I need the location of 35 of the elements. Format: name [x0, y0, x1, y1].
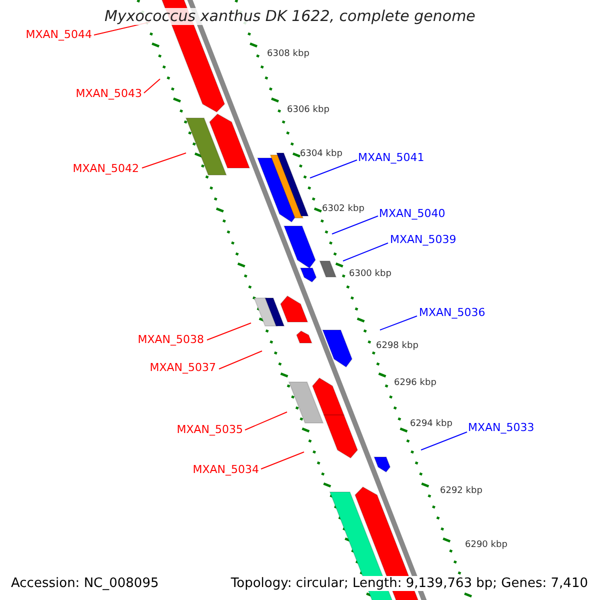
gene-label: MXAN_5034 — [192, 464, 259, 475]
gene-label: MXAN_5044 — [26, 29, 92, 40]
gene-label: MXAN_5041 — [358, 152, 424, 163]
scale-label: 6300 kbp — [349, 270, 392, 279]
scale-label: 6292 kbp — [440, 487, 482, 496]
leader-line — [260, 452, 304, 470]
leader-line — [420, 432, 468, 450]
scale-label: 6308 kbp — [267, 50, 310, 59]
gene-label: MXAN_5038 — [138, 334, 204, 345]
leader-line — [144, 78, 160, 94]
gene-label: MXAN_5039 — [390, 234, 456, 245]
scale-label: 6298 kbp — [376, 342, 418, 351]
leader-line — [342, 242, 388, 262]
leader-line — [380, 316, 418, 330]
leader-line — [218, 350, 262, 370]
scale-label: 6302 kbp — [322, 205, 364, 214]
scale-label: 6296 kbp — [394, 379, 436, 388]
genome-info-text: Topology: circular; Length: 9,139,763 bp; Genes: 7,410 — [228, 576, 590, 591]
scale-label: 6294 kbp — [410, 420, 452, 429]
gene-label: MXAN_5035 — [176, 424, 243, 435]
scale-label: 6304 kbp — [300, 150, 342, 159]
leader-line — [142, 152, 186, 168]
leader-line — [244, 412, 288, 430]
accession-text: Accession: NC_008095 — [9, 576, 161, 591]
gene-label: MXAN_5033 — [468, 422, 534, 433]
gene-label: MXAN_5037 — [150, 362, 216, 373]
leader-line — [310, 160, 358, 178]
gene-label: MXAN_5042 — [72, 163, 139, 174]
scale-label: 6290 kbp — [465, 541, 508, 550]
gene-label: MXAN_5036 — [419, 307, 486, 318]
gene-label: MXAN_5040 — [379, 208, 446, 219]
leader-line — [206, 322, 252, 340]
leader-line — [332, 216, 378, 234]
scale-label: 6306 kbp — [287, 106, 330, 115]
gene-label: MXAN_5043 — [76, 88, 142, 99]
